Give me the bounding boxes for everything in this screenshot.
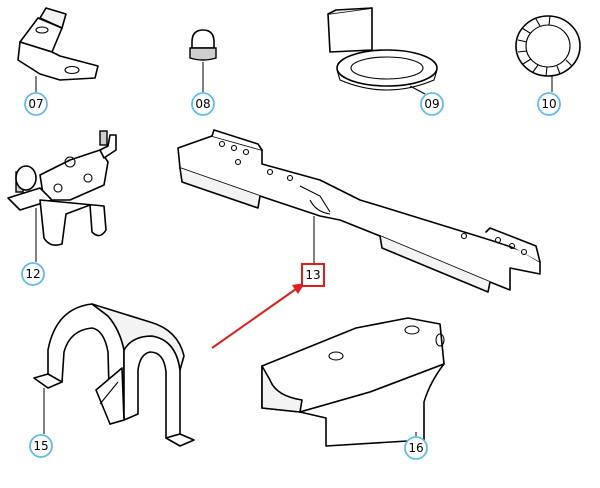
highlight-arrow [211, 283, 305, 349]
svg-text:09: 09 [424, 97, 439, 111]
svg-text:08: 08 [195, 97, 210, 111]
part-07-bracket [17, 7, 99, 92]
svg-text:07: 07 [28, 97, 43, 111]
callout-13-highlighted[interactable]: 13 [301, 263, 325, 287]
callout-07[interactable]: 07 [24, 92, 48, 116]
part-12-stud-bracket [7, 130, 117, 262]
callout-16[interactable]: 16 [404, 436, 428, 460]
callout-15[interactable]: 15 [29, 434, 53, 458]
part-15-arch-bracket [33, 303, 195, 447]
svg-text:16: 16 [408, 441, 423, 455]
callout-10[interactable]: 10 [537, 92, 561, 116]
part-10-grommet [515, 15, 581, 92]
svg-text:15: 15 [33, 439, 48, 453]
svg-text:13: 13 [305, 268, 320, 282]
callout-12[interactable]: 12 [21, 262, 45, 286]
part-09-ring-holder [327, 7, 438, 95]
callout-09[interactable]: 09 [420, 92, 444, 116]
svg-text:10: 10 [541, 97, 556, 111]
callout-08[interactable]: 08 [191, 92, 215, 116]
part-16-cover-plate [261, 317, 445, 447]
part-13-carrier-rail [177, 129, 541, 293]
svg-text:12: 12 [25, 267, 40, 281]
part-08-cap-nut [189, 29, 217, 92]
